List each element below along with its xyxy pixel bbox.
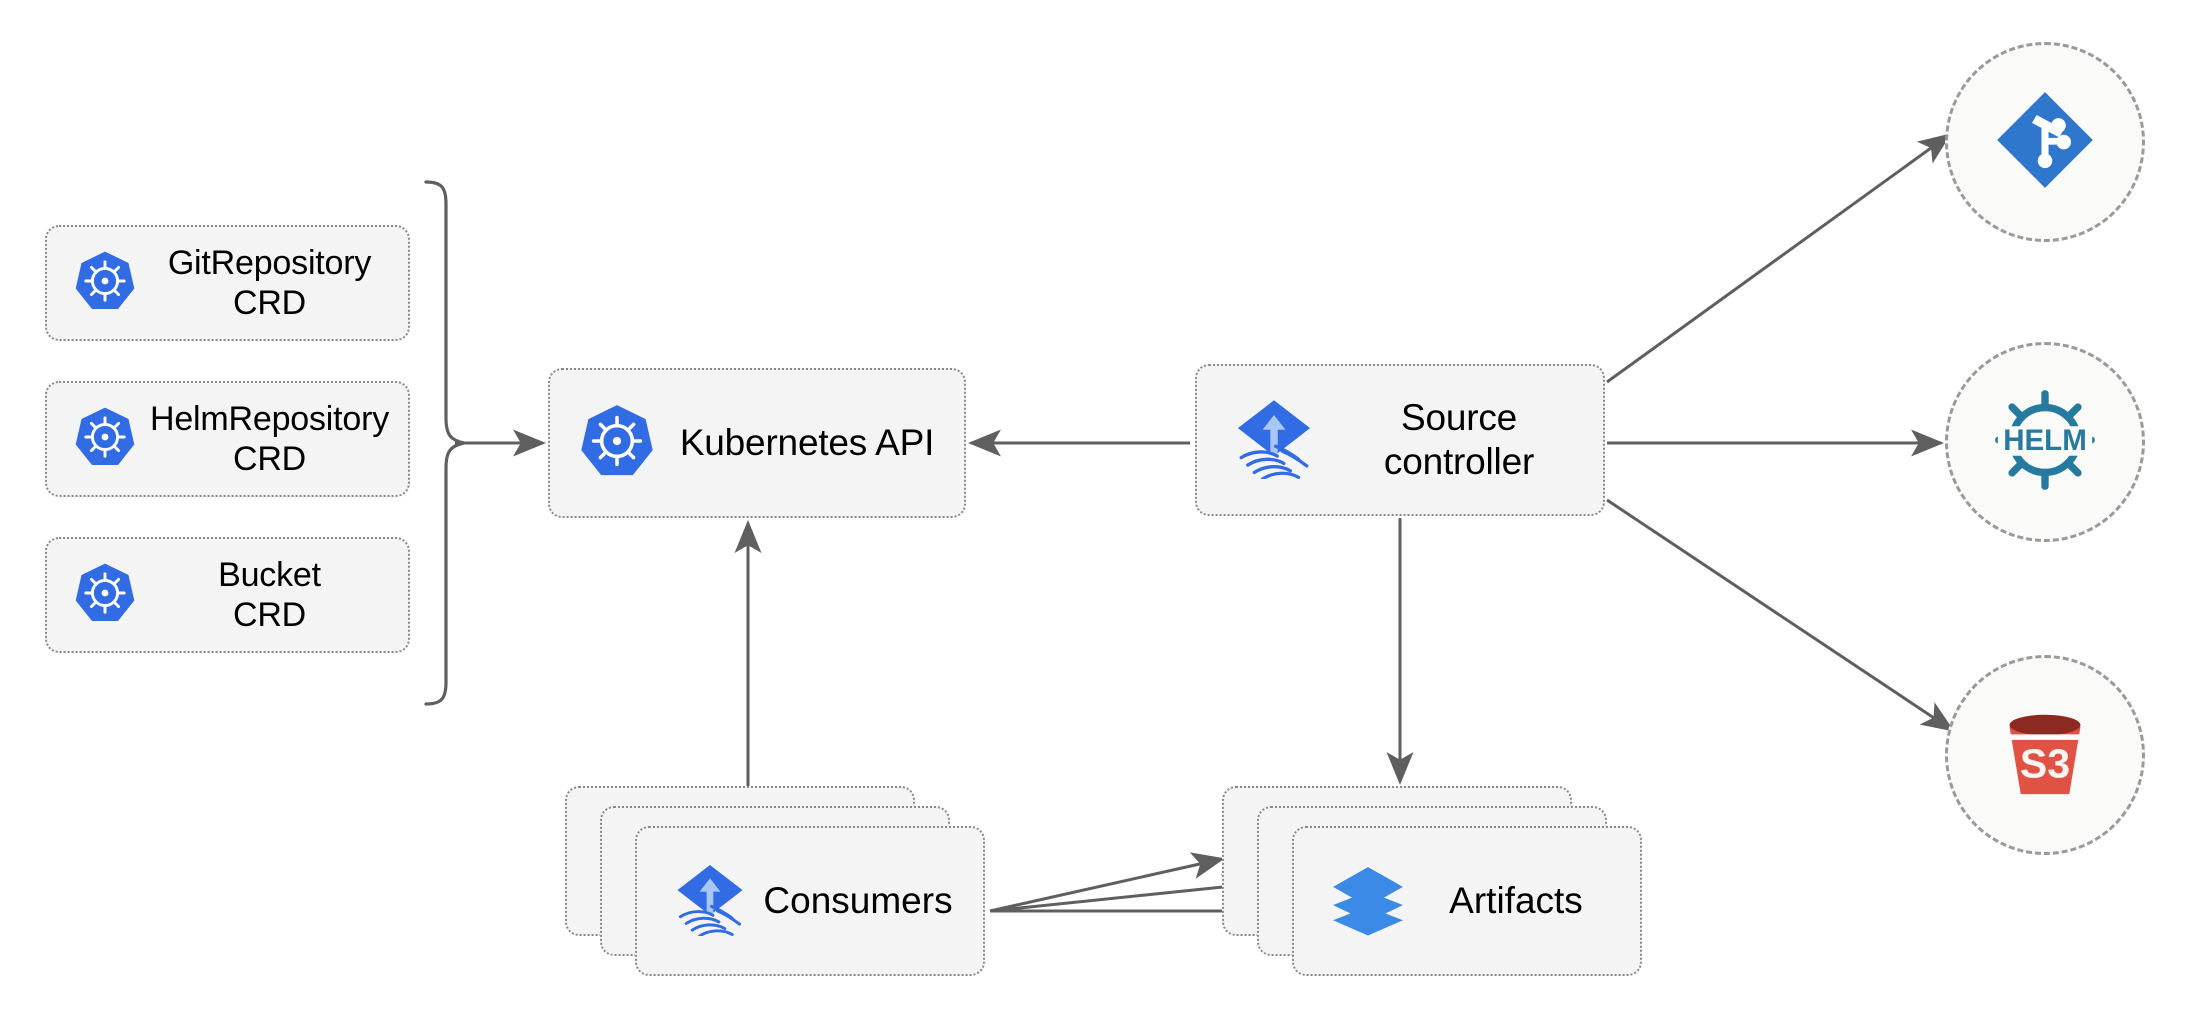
flux-icon: [673, 862, 747, 941]
node-kubernetes-api[interactable]: Kubernetes API: [548, 368, 966, 518]
crd-group-bracket: [424, 180, 465, 706]
kubernetes-icon: [578, 402, 656, 485]
edge-consumers-to-artifacts-2: [989, 873, 1255, 913]
node-git-repository[interactable]: [1945, 42, 2145, 242]
node-label: Consumers: [763, 880, 953, 921]
node-artifacts[interactable]: Artifacts: [1222, 786, 1642, 976]
kubernetes-icon: [73, 249, 137, 318]
node-consumers[interactable]: Consumers: [565, 786, 985, 976]
flux-icon: [1233, 397, 1315, 484]
helm-label: HELM: [2003, 423, 2087, 456]
layers-icon: [1330, 861, 1406, 942]
node-label: Artifacts: [1449, 880, 1583, 921]
edge-source-to-s3: [1606, 498, 1955, 732]
kubernetes-icon: [73, 405, 137, 474]
git-icon: [1993, 88, 2097, 197]
node-label: HelmRepository CRD: [149, 399, 390, 478]
node-gitrepository-crd[interactable]: GitRepository CRD: [45, 225, 410, 341]
node-s3-bucket[interactable]: S3: [1945, 655, 2145, 855]
artifacts-sheet-front[interactable]: Artifacts: [1292, 826, 1642, 976]
consumers-sheet-front[interactable]: Consumers: [635, 826, 985, 976]
helm-icon: HELM: [1986, 381, 2104, 504]
node-source-controller[interactable]: Source controller: [1195, 364, 1605, 516]
edge-consumers-to-artifacts-1: [989, 852, 1225, 913]
node-label: Bucket CRD: [218, 555, 321, 634]
node-label: Kubernetes API: [679, 422, 935, 464]
node-helm-repository[interactable]: HELM: [1945, 342, 2145, 542]
kubernetes-icon: [73, 561, 137, 630]
node-label: GitRepository CRD: [167, 243, 372, 322]
s3-icon: S3: [1989, 697, 2101, 814]
node-helmrepository-crd[interactable]: HelmRepository CRD: [45, 381, 410, 497]
node-bucket-crd[interactable]: Bucket CRD: [45, 537, 410, 653]
node-label: Source controller: [1383, 397, 1535, 482]
s3-label: S3: [2020, 740, 2070, 786]
edge-source-to-git: [1606, 133, 1952, 384]
